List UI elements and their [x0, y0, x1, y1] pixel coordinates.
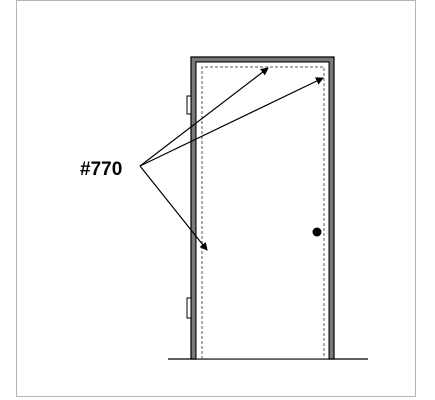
callout-arrow-top: [139, 67, 269, 167]
door-slab: [195, 61, 330, 360]
door-knob-icon: [312, 227, 322, 237]
hinge-top-icon: [186, 95, 192, 115]
callout-label: #770: [80, 159, 123, 180]
callout-arrow-top-right: [139, 77, 324, 167]
hinge-bottom-icon: [186, 297, 192, 319]
gasket-seal-line: [201, 66, 325, 359]
callout-arrow-side: [139, 165, 208, 251]
